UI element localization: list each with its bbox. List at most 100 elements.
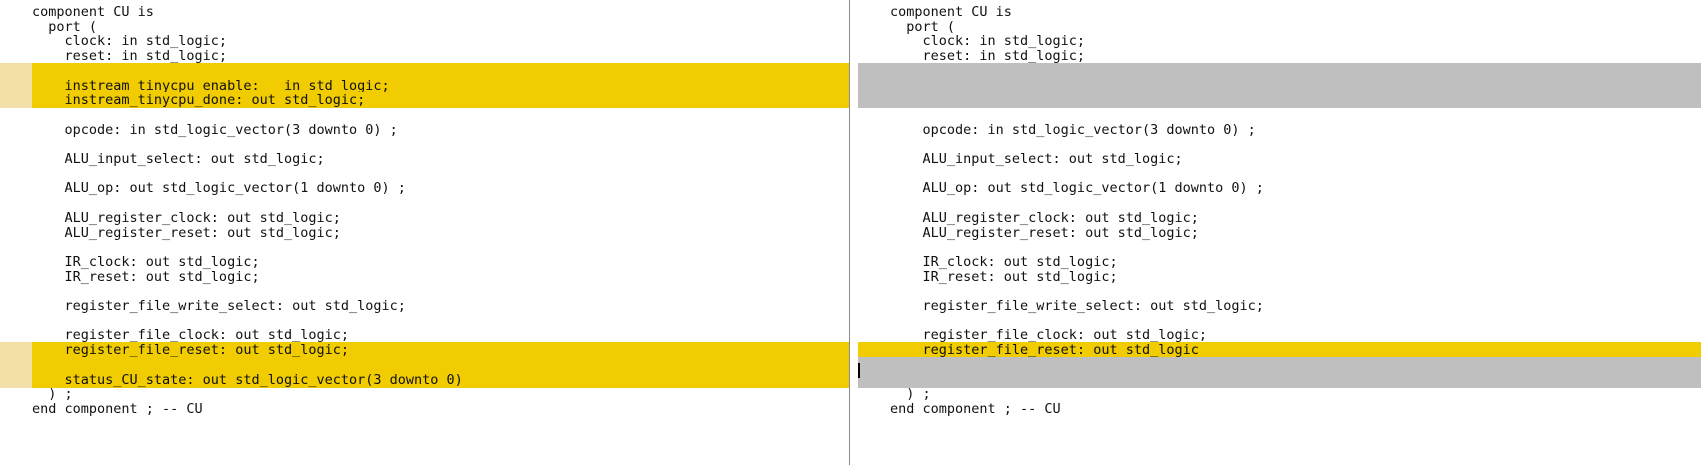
code-line[interactable]: component CU is xyxy=(858,4,1701,20)
code-text: ALU_op: out std_logic_vector(1 downto 0)… xyxy=(32,180,406,197)
change-gutter-marker xyxy=(0,342,32,359)
code-text: register_file_clock: out std_logic; xyxy=(32,327,349,344)
change-gutter-marker xyxy=(0,356,32,373)
code-line[interactable]: ALU_op: out std_logic_vector(1 downto 0)… xyxy=(858,180,1701,196)
code-line[interactable]: opcode: in std_logic_vector(3 downto 0) … xyxy=(0,122,849,138)
change-gutter-marker xyxy=(0,92,32,109)
code-line[interactable] xyxy=(0,313,849,329)
code-line[interactable]: ALU_input_select: out std_logic; xyxy=(0,151,849,167)
right-diff-pane[interactable]: component CU is port ( clock: in std_log… xyxy=(858,0,1701,465)
code-text: IR_clock: out std_logic; xyxy=(890,253,1118,270)
code-line[interactable] xyxy=(0,107,849,123)
code-line[interactable]: ALU_register_reset: out std_logic; xyxy=(858,225,1701,241)
code-line[interactable]: reset: in std_logic; xyxy=(0,48,849,64)
code-line[interactable]: instream_tinycpu_done: out std_logic; xyxy=(0,92,849,109)
code-text: instream_tinycpu_done: out std_logic; xyxy=(32,92,366,109)
code-line[interactable]: IR_clock: out std_logic; xyxy=(0,254,849,270)
code-line[interactable] xyxy=(858,62,1701,79)
code-text: ALU_register_reset: out std_logic; xyxy=(32,224,341,241)
code-line[interactable] xyxy=(858,107,1701,123)
code-line[interactable]: reset: in std_logic; xyxy=(858,48,1701,64)
code-line[interactable]: status_CU_state: out std_logic_vector(3 … xyxy=(0,371,849,388)
code-line[interactable] xyxy=(0,283,849,299)
code-line[interactable]: register_file_write_select: out std_logi… xyxy=(858,298,1701,314)
code-text: reset: in std_logic; xyxy=(890,48,1086,65)
code-text: component CU is xyxy=(32,4,154,20)
code-text: component CU is xyxy=(890,4,1012,20)
code-text: status_CU_state: out std_logic_vector(3 … xyxy=(32,371,463,388)
code-line[interactable]: IR_reset: out std_logic; xyxy=(0,269,849,285)
code-line[interactable] xyxy=(858,77,1701,94)
code-line[interactable] xyxy=(858,92,1701,109)
code-line[interactable] xyxy=(858,195,1701,211)
code-line[interactable] xyxy=(0,239,849,255)
code-line[interactable]: instream_tinycpu_enable: in std_logic; xyxy=(0,77,849,94)
code-line[interactable] xyxy=(858,356,1701,373)
code-text: IR_clock: out std_logic; xyxy=(32,253,260,270)
code-line[interactable] xyxy=(0,356,849,373)
code-text: register_file_reset: out std_logic; xyxy=(32,342,349,359)
code-text: port ( xyxy=(890,18,956,35)
code-text: register_file_clock: out std_logic; xyxy=(890,327,1207,344)
code-text: register_file_write_select: out std_logi… xyxy=(890,298,1264,314)
code-line[interactable]: ) ; xyxy=(858,386,1701,402)
code-text: end component ; -- CU xyxy=(32,400,203,417)
code-text: ALU_register_reset: out std_logic; xyxy=(890,224,1199,241)
change-gutter-marker xyxy=(0,77,32,94)
code-line[interactable]: ALU_input_select: out std_logic; xyxy=(858,151,1701,167)
code-text: opcode: in std_logic_vector(3 downto 0) … xyxy=(32,121,398,138)
code-line[interactable] xyxy=(858,283,1701,299)
code-line[interactable]: ALU_register_clock: out std_logic; xyxy=(0,210,849,226)
code-text: ALU_input_select: out std_logic; xyxy=(32,151,325,167)
code-text: IR_reset: out std_logic; xyxy=(890,268,1118,285)
code-line[interactable] xyxy=(0,62,849,79)
code-line[interactable]: clock: in std_logic; xyxy=(858,33,1701,49)
code-text: ALU_op: out std_logic_vector(1 downto 0)… xyxy=(890,180,1264,197)
change-gutter-marker xyxy=(0,62,32,79)
code-text: ALU_register_clock: out std_logic; xyxy=(890,209,1199,226)
code-line[interactable] xyxy=(858,136,1701,152)
code-line[interactable] xyxy=(0,195,849,211)
code-line[interactable] xyxy=(0,166,849,182)
code-line[interactable]: opcode: in std_logic_vector(3 downto 0) … xyxy=(858,122,1701,138)
code-text: end component ; -- CU xyxy=(890,400,1061,417)
code-line[interactable]: clock: in std_logic; xyxy=(0,33,849,49)
code-text: ALU_input_select: out std_logic; xyxy=(890,151,1183,167)
code-line[interactable] xyxy=(858,239,1701,255)
code-text: register_file_write_select: out std_logi… xyxy=(32,298,406,314)
code-text: reset: in std_logic; xyxy=(32,48,228,65)
text-caret xyxy=(858,363,860,378)
code-text: port ( xyxy=(32,18,98,35)
code-line[interactable]: IR_clock: out std_logic; xyxy=(858,254,1701,270)
code-text: ALU_register_clock: out std_logic; xyxy=(32,209,341,226)
code-line[interactable]: end component ; -- CU xyxy=(858,401,1701,417)
code-line[interactable]: IR_reset: out std_logic; xyxy=(858,269,1701,285)
code-line[interactable]: ) ; xyxy=(0,386,849,402)
code-line[interactable]: register_file_write_select: out std_logi… xyxy=(0,298,849,314)
pane-splitter[interactable] xyxy=(849,0,858,465)
code-line[interactable]: ALU_register_clock: out std_logic; xyxy=(858,210,1701,226)
code-text: clock: in std_logic; xyxy=(890,33,1086,50)
code-line[interactable] xyxy=(0,136,849,152)
code-line[interactable]: register_file_clock: out std_logic; xyxy=(0,327,849,343)
code-text: register_file_reset: out std_logic xyxy=(890,342,1199,359)
code-line[interactable] xyxy=(858,313,1701,329)
code-text: instream_tinycpu_enable: in std_logic; xyxy=(32,77,390,94)
code-line[interactable]: ALU_register_reset: out std_logic; xyxy=(0,225,849,241)
code-line[interactable]: end component ; -- CU xyxy=(0,401,849,417)
code-line[interactable]: ALU_op: out std_logic_vector(1 downto 0)… xyxy=(0,180,849,196)
code-line[interactable] xyxy=(858,166,1701,182)
code-text: IR_reset: out std_logic; xyxy=(32,268,260,285)
code-line[interactable]: port ( xyxy=(0,19,849,35)
code-line[interactable]: component CU is xyxy=(0,4,849,20)
code-text: clock: in std_logic; xyxy=(32,33,228,50)
change-gutter-marker xyxy=(0,371,32,388)
left-diff-pane[interactable]: component CU is port ( clock: in std_log… xyxy=(0,0,849,465)
code-line[interactable]: register_file_clock: out std_logic; xyxy=(858,327,1701,343)
code-text: ) ; xyxy=(890,386,931,403)
code-line[interactable] xyxy=(858,371,1701,388)
code-line[interactable]: port ( xyxy=(858,19,1701,35)
code-line[interactable]: register_file_reset: out std_logic xyxy=(858,342,1701,359)
code-text: ) ; xyxy=(32,386,73,403)
code-line[interactable]: register_file_reset: out std_logic; xyxy=(0,342,849,359)
